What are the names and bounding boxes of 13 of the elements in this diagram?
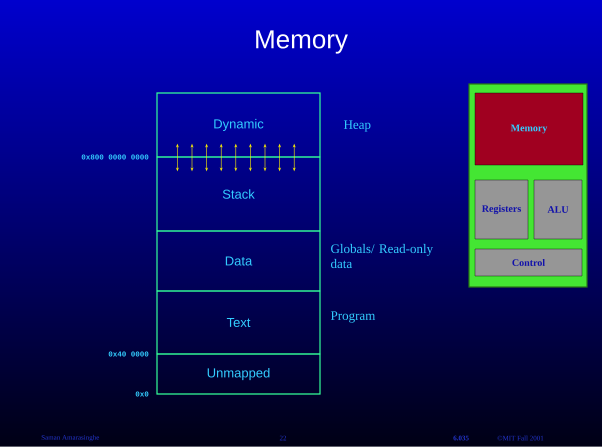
component-box: Memory (474, 92, 584, 166)
component-box: Control (474, 248, 582, 276)
memory-segment: Dynamic (156, 92, 321, 158)
segment-note: Globals/ Read-only data (331, 244, 434, 268)
component-box: ALU (534, 180, 582, 240)
memory-segment: Unmapped (156, 353, 321, 395)
segment-note: Program (330, 311, 376, 323)
memory-segment: Stack (156, 156, 321, 232)
component-box: Registers (474, 180, 528, 240)
segment-note: Heap (344, 120, 370, 132)
slide-title: Memory (256, 30, 348, 54)
memory-segment: Text (156, 290, 321, 355)
memory-segment: Data (156, 230, 321, 292)
